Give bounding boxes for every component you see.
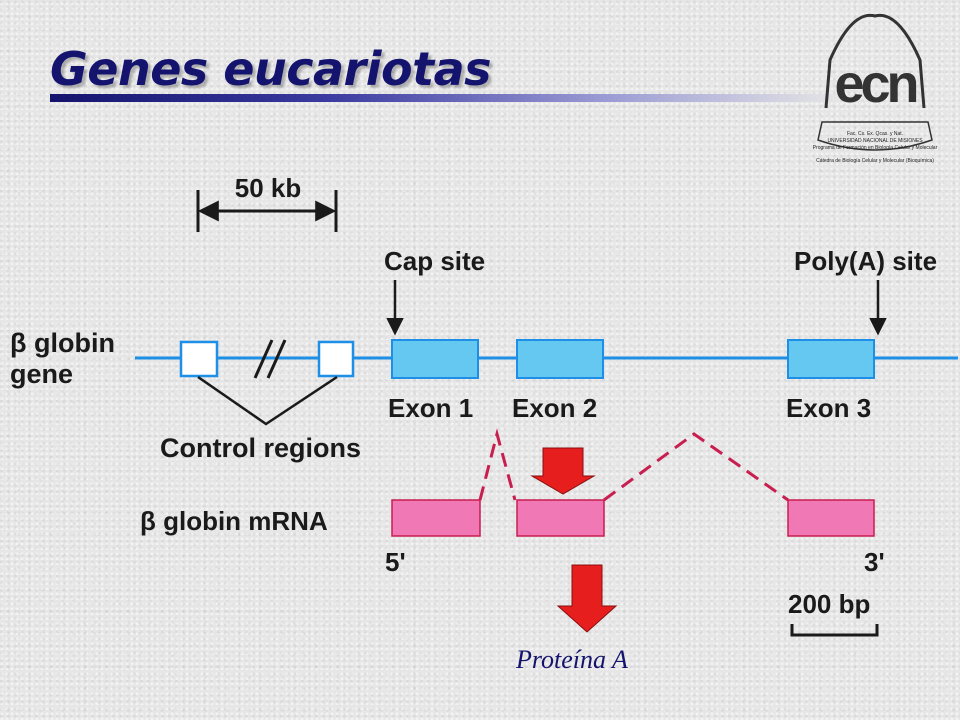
university-logo: ecn [817, 13, 933, 151]
gene-label-line2: gene [10, 359, 73, 389]
logo-text-program: Programa de Formación en Biología Celula… [812, 145, 938, 151]
mrna-exon-2 [516, 499, 605, 537]
red-down-arrow-icon [556, 564, 618, 633]
red-down-arrow-icon [530, 447, 596, 495]
mrna-exon-1 [391, 499, 481, 537]
control-region-box-2 [317, 340, 355, 378]
scale-bar-200bp: 200 bp [788, 589, 879, 637]
three-prime-label: 3' [864, 547, 885, 577]
exon-2-box [516, 339, 604, 379]
logo-text-university: UNIVERSIDAD NACIONAL DE MISIONES [827, 138, 923, 144]
control-regions-label: Control regions [160, 433, 361, 463]
mrna-label: β globin mRNA [140, 506, 328, 536]
logo-text-faculty: Fac. Cs. Ex. Qcas. y Nat. [846, 131, 904, 137]
cap-site-label: Cap site [384, 246, 485, 276]
control-region-box-1 [179, 340, 219, 378]
protein-label: Proteína A [516, 645, 628, 674]
gene-label-line1: β globin [10, 328, 115, 358]
five-prime-label: 5' [385, 547, 406, 577]
polya-site-marker: Poly(A) site [794, 246, 937, 336]
splice-intron-2 [603, 432, 789, 502]
exon-2-label: Exon 2 [512, 393, 597, 423]
splice-intron-1 [478, 428, 517, 501]
exon-1-box [391, 339, 479, 379]
control-region-connector [197, 375, 338, 426]
exon-3-box [787, 339, 875, 379]
gene-break-mark [253, 339, 274, 379]
title-underline [50, 94, 840, 102]
mrna-exon-3 [787, 499, 875, 537]
svg-text:ecn: ecn [834, 54, 916, 114]
polya-site-label: Poly(A) site [794, 246, 937, 276]
exon-3-label: Exon 3 [786, 393, 871, 423]
exon-1-label: Exon 1 [388, 393, 473, 423]
page-title: Genes eucariotas [50, 42, 492, 96]
cap-site-marker: Cap site [384, 246, 485, 336]
logo-text-chair: Cátedra de Biología Celular y Molecular … [816, 158, 934, 164]
scale-label-200bp: 200 bp [788, 589, 870, 619]
scale-bar-50kb: 50 kb [196, 173, 338, 232]
scale-label-50kb: 50 kb [235, 173, 302, 203]
